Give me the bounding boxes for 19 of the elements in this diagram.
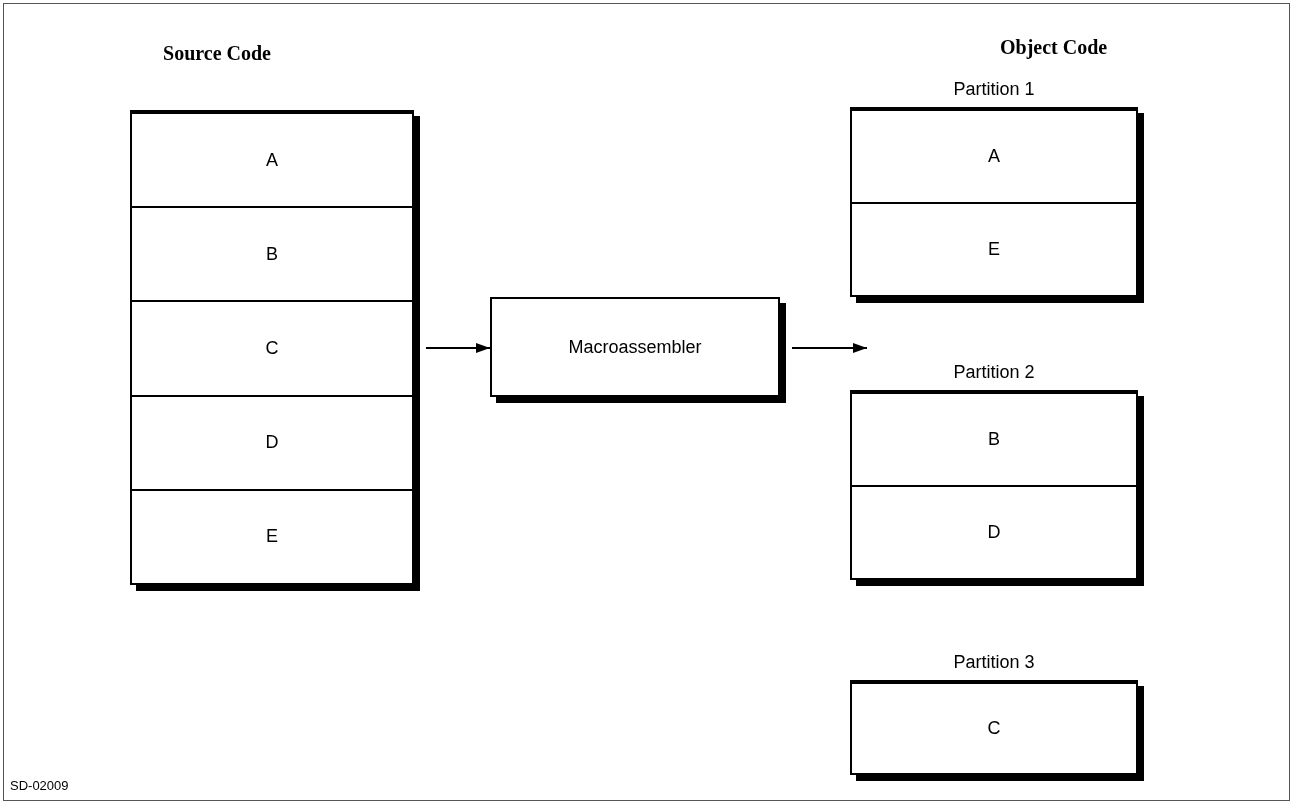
section-cell: D <box>852 485 1136 578</box>
block-heading: Partition 3 <box>952 651 1036 674</box>
section-cell: A <box>132 112 412 207</box>
arrow <box>791 343 868 353</box>
section-cell: E <box>132 488 412 583</box>
section-cell: B <box>132 206 412 301</box>
section-cell: D <box>132 394 412 489</box>
figure-code: SD-02009 <box>10 777 69 795</box>
column-heading: Object Code <box>1000 35 1108 61</box>
block-heading: Source Code <box>162 41 272 66</box>
section-cell: C <box>132 300 412 395</box>
box-label: Macroassembler <box>568 335 702 359</box>
section-cell: A <box>852 109 1136 202</box>
section-cell: C <box>852 682 1136 773</box>
arrow <box>425 343 491 353</box>
section-cell: B <box>852 392 1136 485</box>
block-heading: Partition 2 <box>952 361 1036 384</box>
section-cell: E <box>852 202 1136 295</box>
block-heading: Partition 1 <box>952 78 1036 101</box>
